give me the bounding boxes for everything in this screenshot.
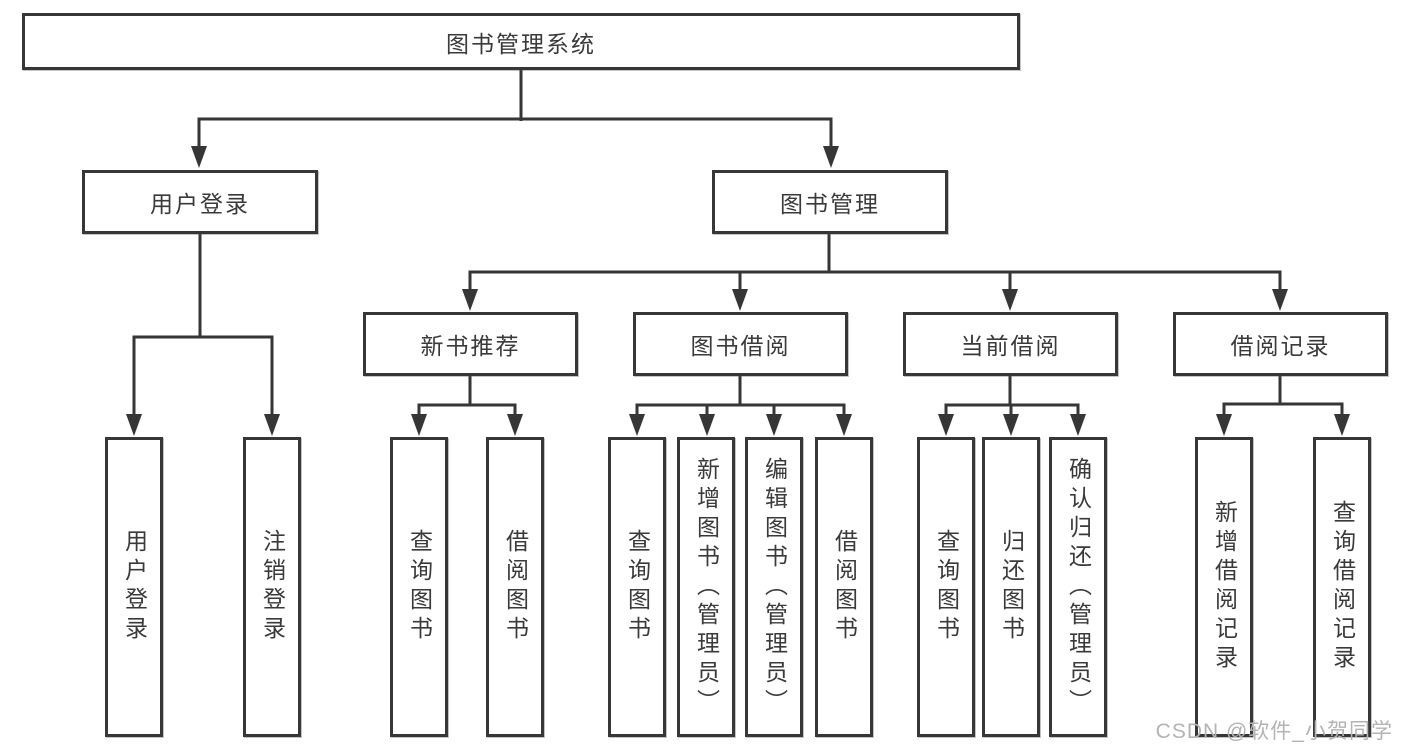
node-label: 确认归还（管理员） [1065, 456, 1092, 718]
node-label: 新增借阅记录 [1211, 500, 1238, 674]
leaf-borrow-books-borrowing: 借阅图书 [815, 437, 873, 737]
node-label: 图书管理 [780, 191, 880, 217]
node-label: 图书管理系统 [446, 30, 596, 57]
node-new-book-recommendation: 新书推荐 [363, 312, 578, 376]
node-book-management: 图书管理 [712, 170, 948, 234]
node-label: 新书推荐 [420, 333, 521, 359]
node-label: 借阅记录 [1230, 333, 1331, 359]
node-label: 注销登录 [259, 529, 286, 645]
leaf-user-login: 用户登录 [105, 437, 163, 737]
node-library-management-system: 图书管理系统 [22, 13, 1020, 70]
node-label: 归还图书 [998, 529, 1025, 645]
node-label: 用户登录 [121, 529, 148, 645]
node-label: 查询图书 [624, 529, 651, 645]
leaf-return-books: 归还图书 [982, 437, 1040, 737]
leaf-add-borrow-record: 新增借阅记录 [1195, 437, 1253, 737]
node-borrowing-records: 借阅记录 [1173, 312, 1388, 376]
node-label: 查询图书 [933, 529, 960, 645]
leaf-borrow-books-recommend: 借阅图书 [486, 437, 544, 737]
leaf-add-books-admin: 新增图书（管理员） [677, 437, 735, 737]
node-label: 新增图书（管理员） [693, 456, 720, 718]
node-label: 用户登录 [150, 191, 250, 217]
node-label: 图书借阅 [690, 333, 791, 359]
leaf-query-books-current: 查询图书 [917, 437, 975, 737]
csdn-watermark: CSDN @软件_小贺同学 [1155, 720, 1393, 743]
leaf-query-books-borrowing: 查询图书 [608, 437, 666, 737]
leaf-logout: 注销登录 [243, 437, 301, 737]
node-book-borrowing: 图书借阅 [633, 312, 848, 376]
node-label: 借阅图书 [502, 529, 529, 645]
leaf-query-borrow-record: 查询借阅记录 [1313, 437, 1371, 737]
node-current-borrowing: 当前借阅 [903, 312, 1118, 376]
leaf-confirm-return-admin: 确认归还（管理员） [1049, 437, 1107, 737]
node-label: 当前借阅 [960, 333, 1061, 359]
node-user-login: 用户登录 [82, 170, 318, 234]
node-label: 查询借阅记录 [1329, 500, 1356, 674]
leaf-edit-books-admin: 编辑图书（管理员） [745, 437, 803, 737]
node-label: 编辑图书（管理员） [761, 456, 788, 718]
node-label: 查询图书 [406, 529, 433, 645]
leaf-query-books-recommend: 查询图书 [390, 437, 448, 737]
node-label: 借阅图书 [831, 529, 858, 645]
